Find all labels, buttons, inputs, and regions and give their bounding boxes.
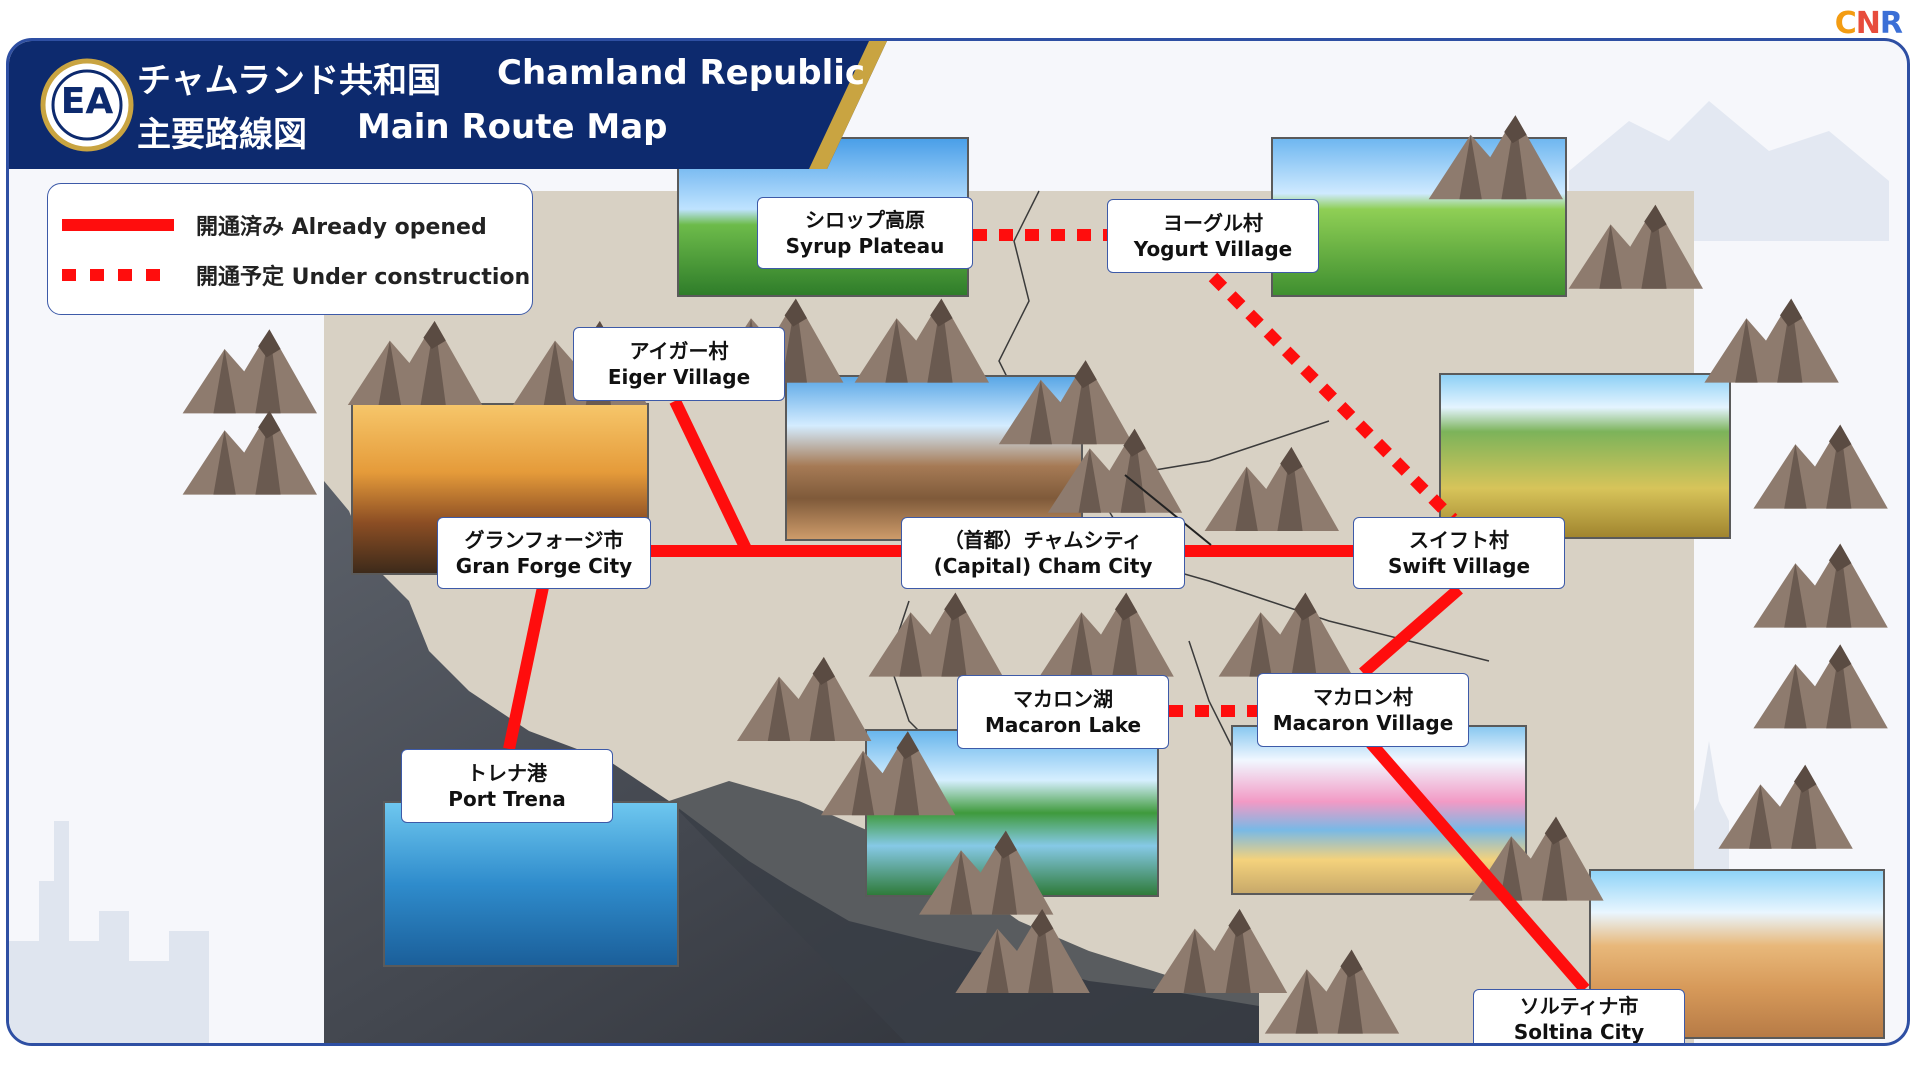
macaron-lake-jp: マカロン湖 (1013, 687, 1113, 711)
gran-forge-city-jp: グランフォージ市 (464, 528, 624, 552)
label-macaron-lake[interactable]: マカロン湖 Macaron Lake (957, 675, 1169, 749)
cham-city-en: (Capital) Cham City (933, 554, 1153, 578)
cnr-logo-n: N (1855, 6, 1881, 41)
syrup-plateau-en: Syrup Plateau (785, 234, 945, 258)
legend-under-construction: 開通予定 Under construction (62, 260, 530, 290)
legend-opened: 開通済み Already opened (62, 210, 487, 240)
yogurt-village-en: Yogurt Village (1133, 237, 1293, 261)
legend-opened-label: 開通済み Already opened (196, 215, 487, 240)
label-syrup-plateau[interactable]: シロップ高原 Syrup Plateau (757, 197, 973, 269)
syrup-plateau-jp: シロップ高原 (805, 208, 925, 232)
label-soltina-city[interactable]: ソルティナ市 Soltina City (1473, 989, 1685, 1044)
macaron-village-en: Macaron Village (1272, 711, 1454, 735)
swift-village-en: Swift Village (1387, 554, 1531, 578)
route-network (503, 229, 1590, 993)
label-macaron-village[interactable]: マカロン村 Macaron Village (1257, 673, 1469, 747)
title-en-line1: Chamland Republic (497, 53, 866, 93)
label-port-trena[interactable]: トレナ港 Port Trena (401, 749, 613, 823)
title-en-line2: Main Route Map (357, 107, 668, 147)
eiger-village-jp: アイガー村 (629, 339, 729, 363)
cnr-logo-c: C (1834, 6, 1857, 41)
port-trena-scene (383, 801, 679, 967)
legend-dotted-swatch (62, 269, 174, 281)
label-yogurt-village[interactable]: ヨーグル村 Yogurt Village (1107, 199, 1319, 273)
macaron-lake-en: Macaron Lake (984, 713, 1142, 737)
label-swift-village[interactable]: スイフト村 Swift Village (1353, 517, 1565, 589)
soltina-city-jp: ソルティナ市 (1519, 994, 1639, 1018)
port-trena-en: Port Trena (448, 787, 566, 811)
emblem-text: EA (60, 81, 114, 122)
label-cham-city[interactable]: （首都）チャムシティ (Capital) Cham City (901, 517, 1185, 589)
eiger-village-en: Eiger Village (607, 365, 751, 389)
cham-city-jp: （首都）チャムシティ (943, 528, 1143, 552)
map-frame: EA チャムランド共和国 Chamland Republic 主要路線図 Mai… (6, 38, 1910, 1046)
swift-village-scene (1439, 373, 1731, 539)
title-banner (9, 41, 887, 169)
yogurt-village-jp: ヨーグル村 (1163, 211, 1263, 235)
route-granforge-trena[interactable] (503, 585, 549, 751)
cnr-logo: CNR (1834, 6, 1903, 41)
legend-solid-swatch (62, 219, 174, 231)
title-jp-line2: 主要路線図 (137, 115, 307, 155)
port-trena-jp: トレナ港 (467, 761, 547, 785)
swift-village-jp: スイフト村 (1409, 528, 1509, 552)
legend-under-construction-label: 開通予定 Under construction (196, 265, 531, 290)
pointer-line (1124, 474, 1212, 546)
cnr-logo-r: R (1879, 6, 1903, 41)
soltina-city-en: Soltina City (1513, 1020, 1645, 1044)
title-jp-line1: チャムランド共和国 (137, 61, 441, 101)
route-swift-macaron[interactable] (1359, 584, 1463, 678)
route-macaron-soltina[interactable] (1364, 737, 1590, 993)
label-eiger-village[interactable]: アイガー村 Eiger Village (573, 327, 785, 401)
macaron-village-jp: マカロン村 (1313, 685, 1413, 709)
route-eiger-granforge[interactable] (669, 398, 753, 554)
gran-forge-city-en: Gran Forge City (455, 554, 633, 578)
label-gran-forge-city[interactable]: グランフォージ市 Gran Forge City (437, 517, 651, 589)
route-yogurt-swift-planned[interactable] (1208, 272, 1458, 524)
legend: 開通済み Already opened 開通予定 Under construct… (47, 183, 533, 315)
